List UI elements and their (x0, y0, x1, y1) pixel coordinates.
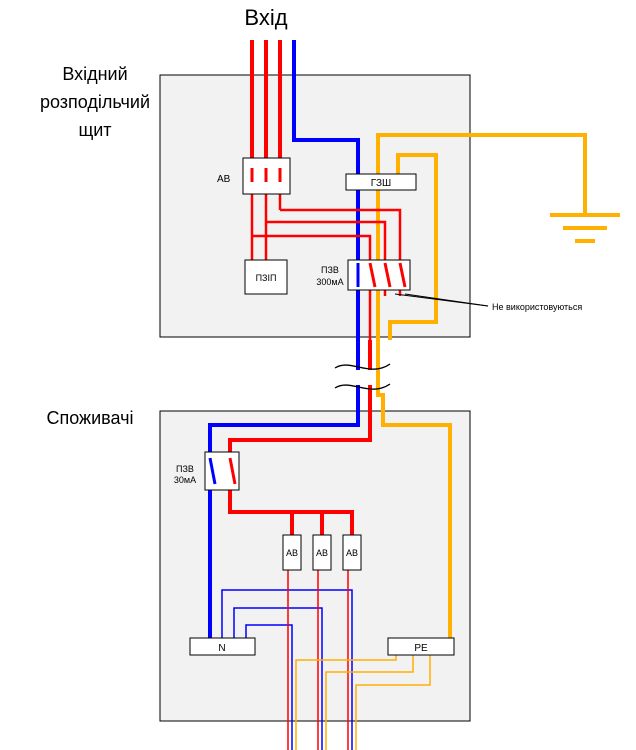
neutral-bus: N (189, 637, 256, 656)
branch-breaker-3-label: АВ (346, 548, 358, 558)
phase-wires (250, 40, 282, 158)
rcd-30-label-2: 30мА (174, 475, 196, 485)
ground-symbol (550, 213, 620, 243)
unused-callout (394, 293, 489, 307)
branch-breaker-2-label: АВ (316, 548, 328, 558)
input-title: Вхід (244, 5, 287, 30)
surge-protector-label: ПЗІП (256, 273, 277, 283)
branch-neutral (221, 589, 353, 750)
rcd-300-label-1: ПЗВ (321, 265, 339, 275)
branch-breaker-1-label: АВ (286, 548, 298, 558)
unused-note: Не використовуються (492, 302, 582, 312)
neutral-bus-label: N (218, 643, 225, 654)
consumer-board-label: Споживачі (46, 408, 133, 428)
rcd-30-label-1: ПЗВ (176, 464, 194, 474)
branch-earth (295, 655, 431, 750)
branch-breaker-3: АВ (342, 534, 362, 571)
input-board-label-2: розподільчий (40, 92, 150, 112)
rcd-300-label-2: 300мА (316, 277, 343, 287)
rcd-30 (204, 451, 240, 491)
earth-wires (376, 133, 587, 640)
input-distribution-board (159, 74, 471, 338)
ground-bus: ГЗШ (345, 173, 417, 191)
branch-breaker-1: АВ (282, 534, 302, 571)
neutral-wire (208, 40, 360, 640)
input-board-label-1: Вхідний (62, 64, 127, 84)
rcd-300 (347, 259, 411, 291)
ground-bus-label: ГЗШ (371, 178, 391, 189)
pe-bus-label: PE (414, 643, 428, 654)
input-board-label-3: щит (78, 120, 111, 140)
phase-feed (228, 340, 372, 535)
breaker-main (242, 157, 291, 195)
pe-bus: PE (387, 637, 455, 656)
breaker-main-label: АВ (217, 174, 231, 185)
phase-distribution (250, 193, 402, 340)
surge-protector: ПЗІП (244, 259, 288, 295)
branch-breaker-2: АВ (312, 534, 332, 571)
break-mark (334, 363, 391, 390)
